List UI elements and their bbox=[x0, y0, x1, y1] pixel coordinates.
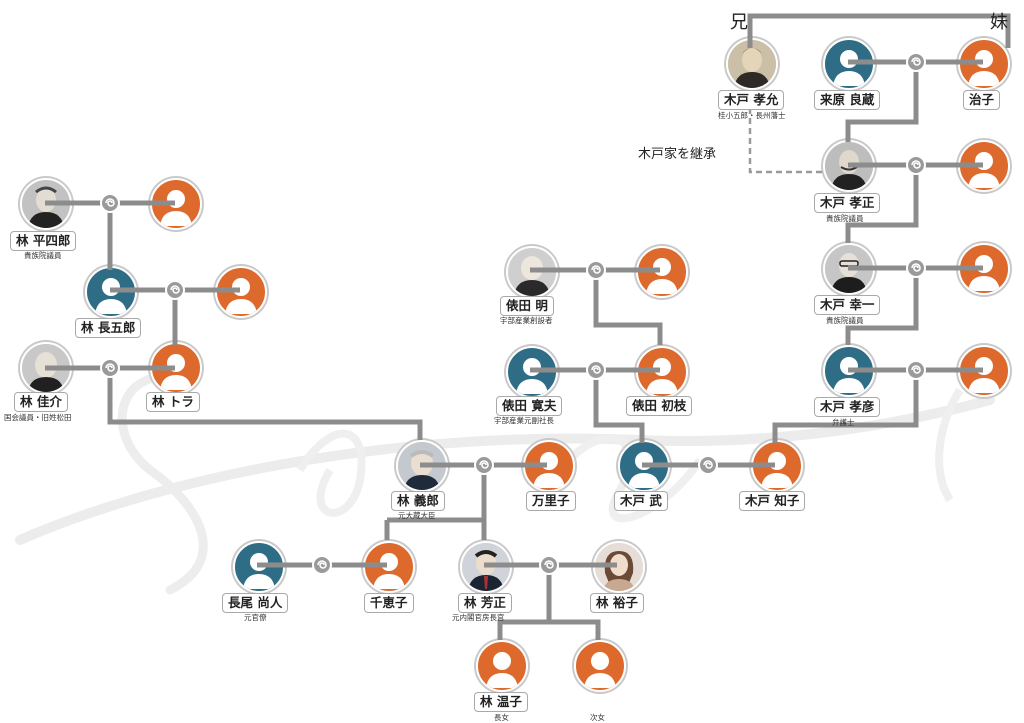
marriage-ring-icon bbox=[165, 280, 185, 300]
person-name: 林 義郎 bbox=[391, 491, 445, 511]
person-name: 林 温子 bbox=[474, 692, 528, 712]
person-title: 次女 bbox=[590, 713, 605, 722]
marriage-ring-icon bbox=[586, 360, 606, 380]
marriage-ring-icon bbox=[906, 52, 926, 72]
person-name: 俵田 初枝 bbox=[626, 396, 693, 416]
person-title: 長女 bbox=[494, 713, 509, 722]
person-name: 来原 良蔵 bbox=[814, 90, 881, 110]
person-name: 俵田 明 bbox=[500, 296, 554, 316]
person-name: 林 裕子 bbox=[590, 593, 644, 613]
person-name: 長尾 尚人 bbox=[222, 593, 289, 613]
marriage-ring-icon bbox=[586, 260, 606, 280]
person-name: 木戸 武 bbox=[614, 491, 668, 511]
person-name: 千恵子 bbox=[364, 593, 414, 613]
succession-note: 木戸家を継承 bbox=[638, 147, 717, 162]
person-title: 貴族院議員 bbox=[826, 214, 864, 223]
person-name: 木戸 知子 bbox=[739, 491, 806, 511]
marriage-ring-icon bbox=[312, 555, 332, 575]
person-title: 宇部産業創設者 bbox=[500, 316, 553, 325]
kido-takayoshi-photo bbox=[726, 38, 778, 90]
person-name: 俵田 寛夫 bbox=[496, 396, 563, 416]
hayashi-yuko-photo bbox=[593, 541, 645, 593]
person-name: 林 平四郎 bbox=[10, 231, 77, 251]
person-title: 貴族院議員 bbox=[24, 251, 62, 260]
person-name: 治子 bbox=[963, 90, 1001, 110]
person-name: 木戸 孝彦 bbox=[814, 397, 881, 417]
person-title: 元官僚 bbox=[244, 613, 267, 622]
person-name: 林 芳正 bbox=[458, 593, 512, 613]
person-title: 桂小五郎・長州藩士 bbox=[718, 111, 786, 120]
person-name: 木戸 孝正 bbox=[814, 193, 881, 213]
person-name: 木戸 幸一 bbox=[814, 295, 881, 315]
marriage-ring-icon bbox=[100, 358, 120, 378]
marriage-ring-icon bbox=[100, 193, 120, 213]
marriage-ring-icon bbox=[474, 455, 494, 475]
marriage-ring-icon bbox=[539, 555, 559, 575]
female-avatar-icon bbox=[574, 640, 626, 692]
person-title: 国会議員・旧姓松田 bbox=[4, 413, 72, 422]
person-name: 林 長五郎 bbox=[75, 318, 142, 338]
marriage-ring-icon bbox=[906, 360, 926, 380]
younger-sister-label: 妹 bbox=[990, 12, 1008, 33]
female-avatar-icon bbox=[476, 640, 528, 692]
person-title: 元大蔵大臣 bbox=[398, 511, 436, 520]
person-title: 元内閣官房長官 bbox=[452, 613, 505, 622]
person-name: 林 トラ bbox=[146, 392, 200, 412]
person-title: 弁護士 bbox=[832, 418, 855, 427]
person-name: 林 佳介 bbox=[14, 392, 68, 412]
person-name: 木戸 孝允 bbox=[718, 90, 785, 110]
person-title: 貴族院議員 bbox=[826, 316, 864, 325]
person-title: 宇部産業元副社長 bbox=[494, 416, 554, 425]
elder-brother-label: 兄 bbox=[730, 12, 748, 33]
marriage-ring-icon bbox=[906, 258, 926, 278]
marriage-ring-icon bbox=[906, 155, 926, 175]
marriage-ring-icon bbox=[698, 455, 718, 475]
person-name: 万里子 bbox=[526, 491, 576, 511]
